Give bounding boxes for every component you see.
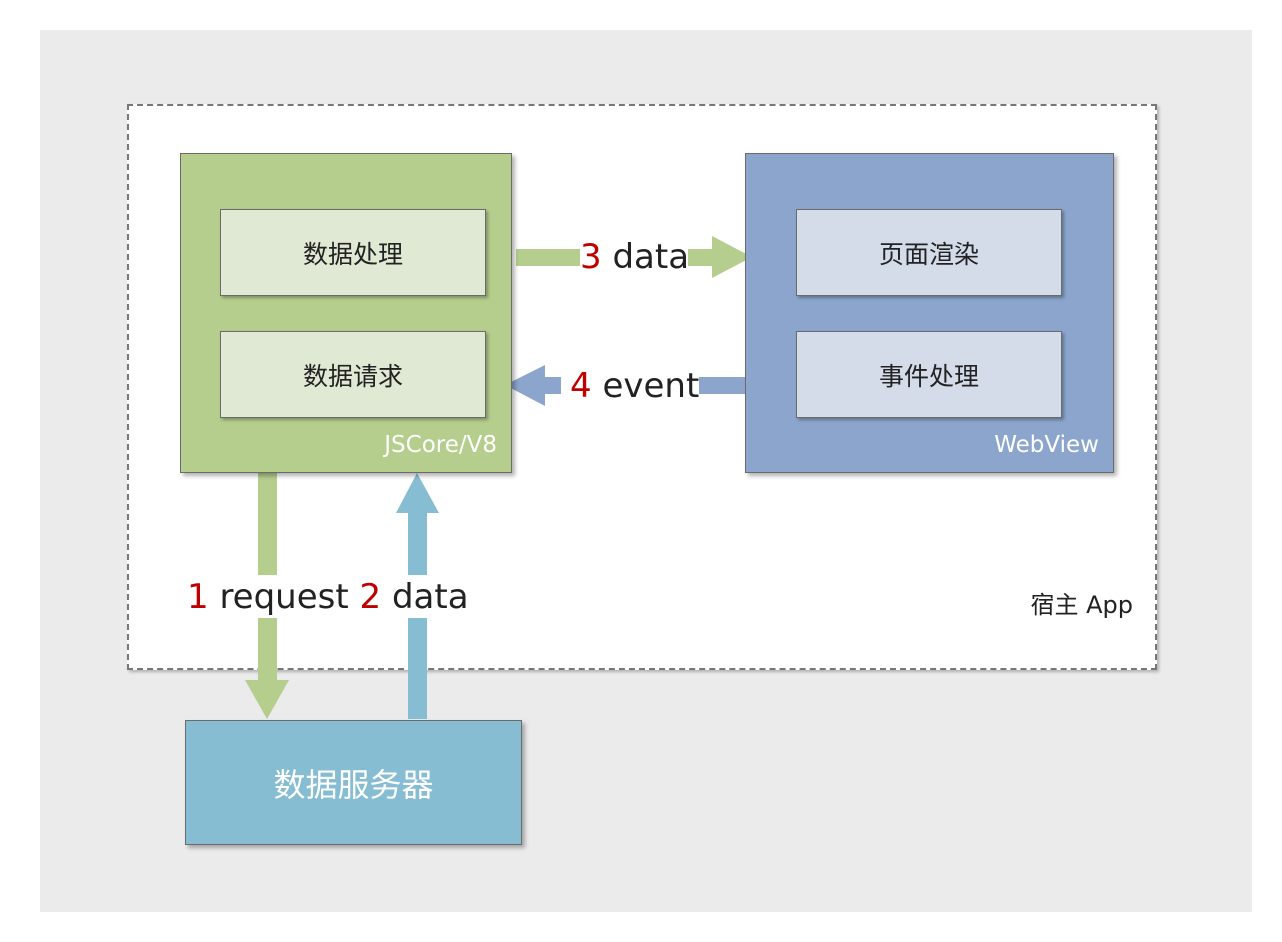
event-handling-box: 事件处理: [796, 331, 1062, 418]
arrow-2-data: [396, 473, 439, 719]
data-processing-box: 数据处理: [220, 209, 486, 296]
jscore-v8-box: JSCore/V8: [180, 153, 512, 473]
arrow-4-event: [505, 365, 745, 406]
page-render-box: 页面渲染: [796, 209, 1062, 296]
jscore-v8-label: JSCore/V8: [384, 432, 497, 458]
webview-label: WebView: [994, 432, 1099, 458]
data-server-box: 数据服务器: [185, 720, 522, 845]
host-app-label: 宿主 App: [1030, 591, 1133, 619]
flow-label-1-2: 1 request 2 data: [187, 580, 469, 614]
flow-number-1: 1: [187, 577, 209, 617]
flow-label-4: 4 event: [570, 369, 699, 403]
flow-text-2: data: [391, 577, 469, 617]
webview-box: WebView: [745, 153, 1114, 473]
arrow-3-data: [516, 236, 752, 278]
flow-label-3: 3 data: [580, 240, 689, 274]
flow-number-3: 3: [580, 237, 602, 277]
flow-number-4: 4: [570, 366, 592, 406]
flow-text-4: event: [602, 366, 700, 406]
flow-text-3: data: [612, 237, 690, 277]
flow-number-2: 2: [359, 577, 382, 617]
arrow-1-request: [245, 473, 289, 719]
data-request-box: 数据请求: [220, 331, 486, 418]
flow-text-1: request: [219, 577, 349, 617]
